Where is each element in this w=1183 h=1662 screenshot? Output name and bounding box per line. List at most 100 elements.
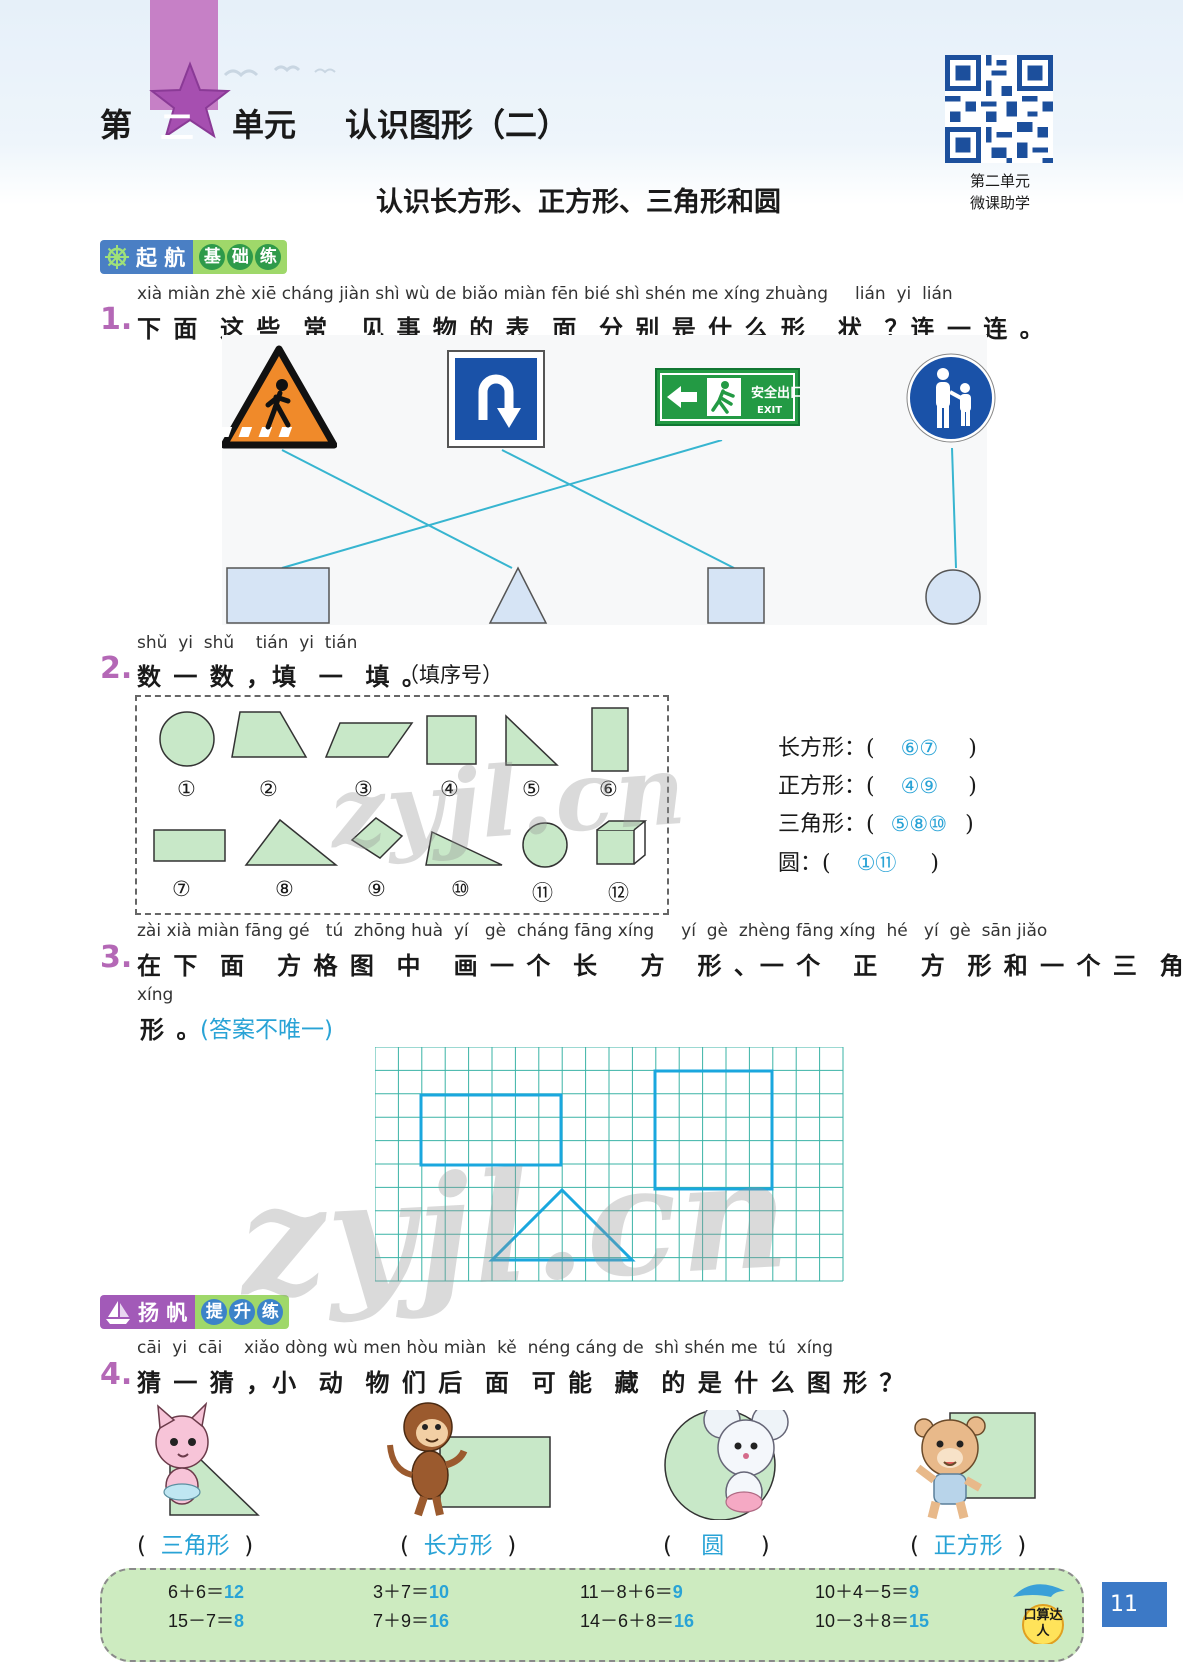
calc-result: 15: [909, 1611, 930, 1631]
qr-code-icon[interactable]: [945, 55, 1053, 163]
mascot-label: 口算达人: [1023, 1608, 1063, 1639]
watermark: zyjl.cn: [235, 1125, 795, 1331]
calc-expr: 3＋7＝: [373, 1582, 430, 1602]
answer-value[interactable]: ④⑨: [900, 774, 939, 798]
q2-text: 数 一 数 ，填 一 填 。: [137, 663, 428, 691]
answer-value[interactable]: ⑤⑧⑩: [890, 812, 948, 836]
answer-label: 长方形：(: [778, 736, 875, 761]
shape-label: ⑨: [367, 877, 386, 901]
q3-note: (答案不唯一): [200, 1017, 333, 1043]
unit-number: 二: [160, 108, 194, 148]
badge-tail: 提 升 练: [195, 1295, 290, 1329]
q2-answer-circle: 圆：( ①⑪): [778, 845, 939, 877]
q2-answer-square: 正方形：(④⑨): [778, 768, 977, 800]
q1-answer-lines: [226, 440, 981, 625]
shape-label: ⑦: [172, 877, 191, 901]
badge-tail: 基 础 练: [193, 240, 288, 274]
shape-label: ⑥: [599, 777, 618, 801]
badge-lead: 扬 帆: [100, 1295, 196, 1329]
badge-char: 提: [201, 1299, 228, 1325]
answer-value: 正方形: [933, 1533, 1003, 1559]
calc-result: 16: [429, 1611, 450, 1631]
calc-expr: 10＋4－5＝: [815, 1582, 910, 1602]
shape-label: ⑪: [532, 881, 553, 905]
q4-answer-4[interactable]: ( 正方形 ): [910, 1533, 1027, 1559]
calc-expr: 7＋9＝: [373, 1611, 430, 1631]
q2-number: 2.: [100, 651, 133, 686]
answer-close: ): [968, 774, 977, 799]
section-badge-basic: 起 航 基 础 练: [100, 240, 288, 274]
exit-sign-icon: 安全出口 EXIT: [655, 368, 800, 426]
q4-picture-3: [664, 1410, 789, 1520]
answer-value: 三角形: [160, 1533, 230, 1559]
u-turn-sign-icon: [447, 350, 545, 448]
monkey-icon: [387, 1402, 468, 1517]
q4-number: 4.: [100, 1357, 133, 1392]
q3-pinyin: zài xià miàn fāng gé tú zhōng huà yí gè …: [137, 921, 1048, 941]
calc-result: 10: [429, 1582, 450, 1602]
calc-expr: 14－6＋8＝: [580, 1611, 675, 1631]
star-icon: [149, 61, 231, 139]
q4-picture-4: [914, 1412, 1036, 1520]
answer-value[interactable]: ①⑪: [856, 851, 897, 875]
badge-char: 基: [199, 244, 226, 270]
q3-grid[interactable]: [375, 1047, 845, 1285]
calc-expr: 10－3＋8＝: [815, 1611, 910, 1631]
answer-label: 三角形：(: [778, 812, 875, 837]
answer-value[interactable]: ⑥⑦: [900, 736, 939, 760]
answer-close: ): [930, 851, 940, 876]
shape-label: ④: [440, 777, 459, 801]
badge-lead-text: 扬 帆: [138, 1301, 188, 1325]
q2-pinyin: shǔ yi shǔ tián yi tián: [137, 633, 358, 653]
sailboat-icon: [106, 1301, 130, 1324]
q4-answer-3[interactable]: ( 圆 ): [663, 1533, 770, 1559]
answer-close: ): [968, 736, 977, 761]
qr-label-line2: 微课助学: [969, 194, 1030, 212]
q2-answer-triangle: 三角形：( ⑤⑧⑩): [778, 806, 974, 838]
calc-expr: 15－7＝: [168, 1611, 235, 1631]
calc-item: 10＋4－5＝9: [815, 1578, 919, 1604]
shape-label: ⑧: [275, 877, 294, 901]
badge-lead: 起 航: [100, 240, 194, 274]
q4-answer-1[interactable]: ( 三角形 ): [137, 1533, 254, 1559]
q4-picture-2: [387, 1402, 551, 1517]
bear-icon: [914, 1416, 986, 1520]
q1-pinyin: xià miàn zhè xiē cháng jiàn shì wù de bi…: [137, 284, 953, 304]
lesson-title: 认识长方形、正方形、三角形和圆: [376, 187, 781, 218]
calc-item: 10－3＋8＝15: [815, 1607, 929, 1633]
badge-char: 础: [227, 244, 254, 270]
q4-text: 猜 一 猜 ，小 动 物 们 后 面 可 能 藏 的 是 什 么 图 形 ？: [137, 1369, 906, 1397]
unit-prefix: 第: [100, 106, 133, 144]
calc-item: 3＋7＝10: [373, 1578, 449, 1604]
calc-item: 15－7＝8: [168, 1607, 244, 1633]
q3-pinyin2: xíng: [137, 985, 174, 1005]
cat-icon: [155, 1401, 209, 1505]
calc-item: 11－8＋6＝9: [580, 1578, 683, 1604]
qr-label-line1: 第二单元: [969, 172, 1030, 190]
q1-number: 1.: [100, 302, 133, 337]
shape-label: ③: [354, 777, 373, 801]
calc-result: 16: [674, 1611, 695, 1631]
q3-number: 3.: [100, 940, 133, 975]
dolphin-mascot-icon: [1013, 1584, 1065, 1644]
calc-item: 14－6＋8＝16: [580, 1607, 694, 1633]
badge-char: 升: [229, 1299, 256, 1325]
q2-shapes: [153, 707, 648, 868]
answer-close: ): [965, 812, 974, 837]
exit-sign-text: 安全出口: [751, 385, 800, 401]
calc-result: 8: [234, 1611, 245, 1631]
answer-value: 圆: [701, 1533, 725, 1559]
calc-expr: 11－8＋6＝: [580, 1582, 673, 1602]
calc-result: 12: [224, 1582, 245, 1602]
unit-title: 认识图形（二）: [345, 106, 570, 144]
calc-result: 9: [672, 1582, 683, 1602]
answer-label: 圆：(: [778, 851, 831, 876]
exit-sign-small: EXIT: [757, 405, 782, 416]
pedestrian-crossing-sign-icon: [222, 345, 337, 449]
badge-char: 练: [255, 244, 282, 270]
q4-picture-1: [155, 1401, 260, 1516]
q4-pinyin: cāi yi cāi xiǎo dòng wù men hòu miàn kě …: [137, 1338, 834, 1358]
badge-char: 练: [257, 1299, 284, 1325]
q2-shapes-box: [135, 695, 669, 915]
q4-answer-2[interactable]: ( 长方形 ): [400, 1533, 517, 1559]
